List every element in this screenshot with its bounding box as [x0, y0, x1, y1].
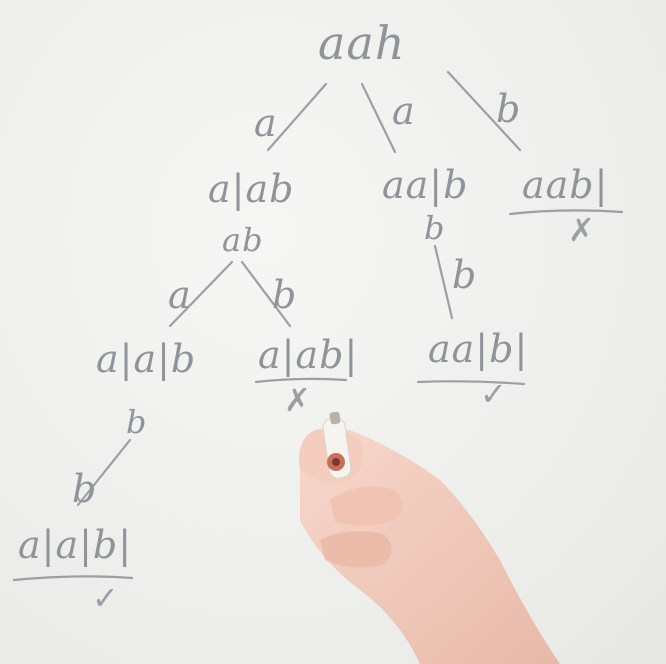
edge-ab-left [168, 260, 234, 328]
underline-a-ab [254, 377, 348, 384]
edge-root-middle [360, 82, 397, 154]
cross-mark-a-ab: ✗ [284, 381, 312, 419]
edge-label-ab-right: b [272, 273, 298, 317]
edge-root-right [446, 70, 522, 152]
edge-root-left [266, 82, 328, 152]
node-aa-b-end: aa|b| [428, 327, 529, 371]
edge-label-root-middle: a [392, 89, 416, 133]
edge-label-b-leftmost: b [72, 467, 98, 511]
edge-b-leftmost [76, 438, 132, 507]
check-mark-aa-b: ✓ [480, 375, 508, 413]
edge-label-root-left: a [254, 101, 278, 145]
remaining-b-middle: b [424, 209, 446, 247]
node-a-a-b: a|a|b [96, 337, 197, 381]
edge-label-b-middle: b [452, 253, 478, 297]
edge-label-root-right: b [496, 87, 522, 131]
underline-a-a-b [12, 575, 134, 582]
underline-aab [508, 209, 624, 216]
cross-mark-aab: ✗ [568, 211, 596, 249]
node-a-ab-end: a|ab| [258, 333, 359, 377]
node-a-a-b-end: a|a|b| [18, 523, 133, 567]
check-mark-a-a-b: ✓ [92, 579, 120, 617]
node-aab: aab| [522, 163, 609, 207]
edge-label-ab-left: a [168, 273, 192, 317]
remaining-ab: ab [222, 221, 264, 259]
edge-b-middle [433, 244, 454, 320]
remaining-b-left: b [126, 403, 148, 441]
root-node: aah [318, 16, 406, 70]
node-a-ab: a|ab [208, 167, 295, 211]
underline-aa-b [416, 380, 526, 386]
edge-ab-right [240, 260, 292, 328]
node-aa-b: aa|b [382, 163, 469, 207]
